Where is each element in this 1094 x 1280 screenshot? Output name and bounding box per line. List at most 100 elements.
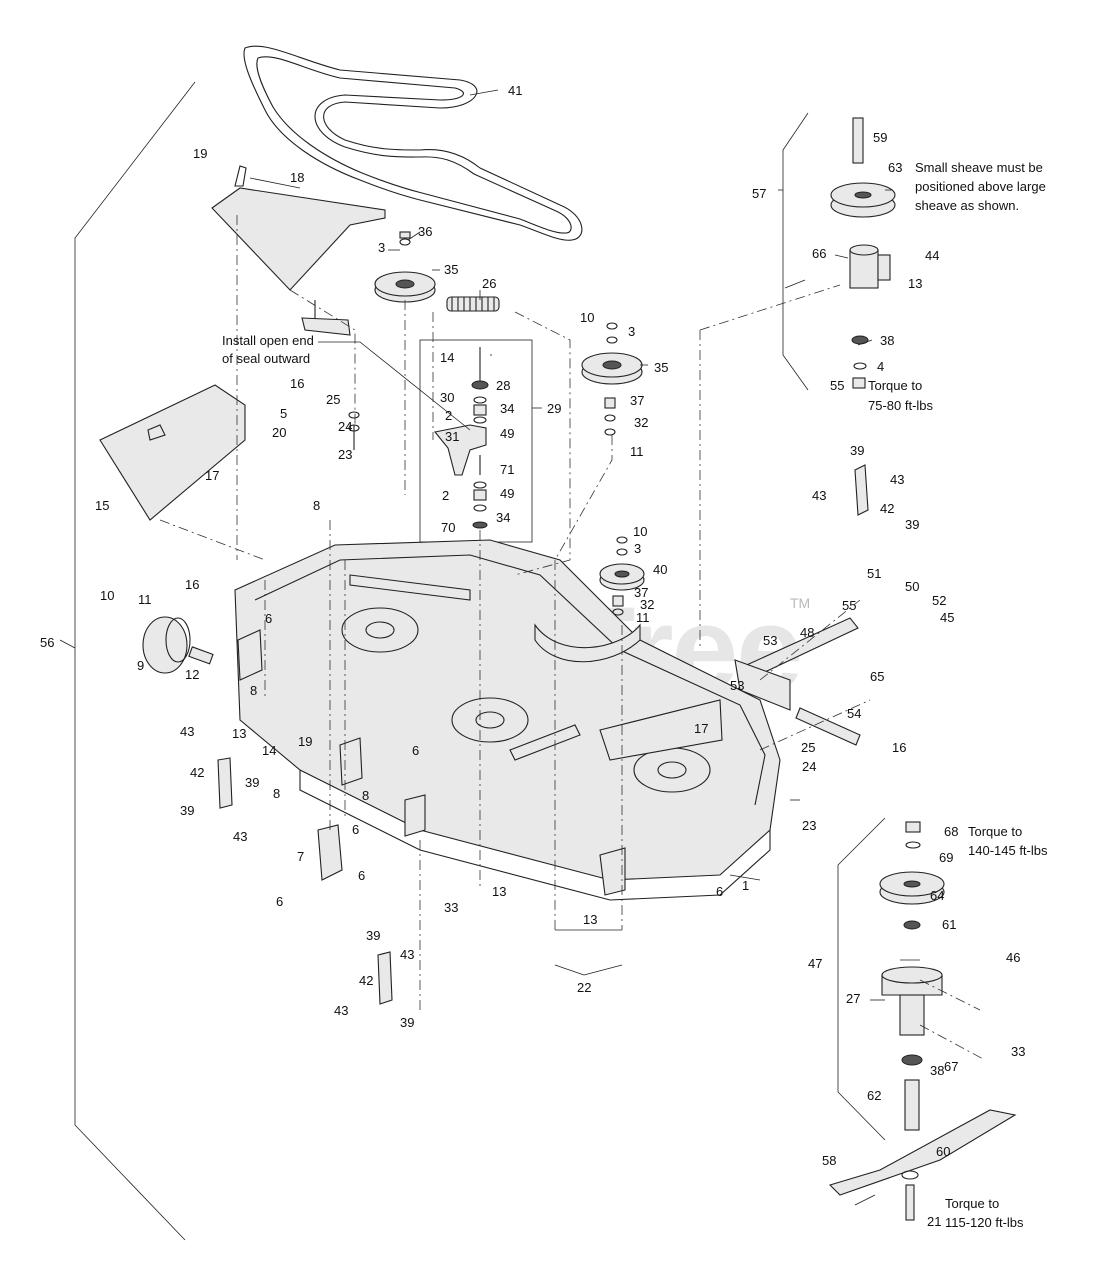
torque-note-115: Torque to 115-120 ft-lbs (945, 1196, 1024, 1230)
callout-22: 22 (577, 980, 591, 995)
callout-60: 60 (936, 1144, 950, 1159)
callout-55: 55 (830, 378, 844, 393)
callout-61: 61 (942, 917, 956, 932)
callout-67: 67 (944, 1059, 958, 1074)
callout-65: 65 (870, 669, 884, 684)
callout-10: 10 (580, 310, 594, 325)
wheel-9 (142, 616, 214, 674)
pulley-35-left (374, 271, 436, 303)
callout-23: 23 (338, 447, 352, 462)
callout-24: 24 (802, 759, 816, 774)
shield-15 (99, 384, 246, 521)
hanger-brackets (237, 629, 626, 896)
callout-53: 53 (763, 633, 777, 648)
callout-68: 68 (944, 824, 958, 839)
callout-27: 27 (846, 991, 860, 1006)
svg-text:Torque to: Torque to (945, 1196, 999, 1211)
callout-6: 6 (716, 884, 723, 899)
spindle-57 (830, 117, 896, 389)
callout-37: 37 (634, 585, 648, 600)
callout-69: 69 (939, 850, 953, 865)
hardware-stack-37 (399, 231, 628, 628)
bracket-20 (301, 300, 360, 450)
callout-3: 3 (634, 541, 641, 556)
callout-30: 30 (440, 390, 454, 405)
callout-57: 57 (752, 186, 766, 201)
callout-1: 1 (742, 878, 749, 893)
callout-44: 44 (925, 248, 939, 263)
callout-19: 19 (193, 146, 207, 161)
callout-4: 4 (877, 359, 884, 374)
callout-39: 39 (905, 517, 919, 532)
callout-6: 6 (265, 611, 272, 626)
callout-54: 54 (847, 706, 861, 721)
callout-64: 64 (930, 888, 944, 903)
bracket-57 (782, 112, 809, 391)
assembly-lines (159, 215, 986, 1061)
chain-link-42-lower (377, 951, 393, 1005)
spindle-47 (828, 821, 1017, 1221)
callout-14: 14 (262, 743, 276, 758)
callout-36: 36 (418, 224, 432, 239)
callout-6: 6 (352, 822, 359, 837)
callout-35: 35 (444, 262, 458, 277)
callout-43: 43 (812, 488, 826, 503)
callout-43: 43 (890, 472, 904, 487)
svg-text:sheave as shown.: sheave as shown. (915, 198, 1019, 213)
callout-43: 43 (334, 1003, 348, 1018)
belt-41 (243, 45, 583, 241)
callout-3: 3 (378, 240, 385, 255)
svg-text:of seal outward: of seal outward (222, 351, 310, 366)
svg-text:Small sheave must be: Small sheave must be (915, 160, 1043, 175)
svg-text:positioned above large: positioned above large (915, 179, 1046, 194)
callout-38: 38 (930, 1063, 944, 1078)
callout-40: 40 (653, 562, 667, 577)
callout-56: 56 (40, 635, 54, 650)
callout-50: 50 (905, 579, 919, 594)
svg-text:75-80 ft-lbs: 75-80 ft-lbs (868, 398, 934, 413)
callout-49: 49 (500, 426, 514, 441)
callout-32: 32 (634, 415, 648, 430)
callout-25: 25 (326, 392, 340, 407)
spring-26 (446, 296, 500, 312)
bracket-56 (74, 81, 196, 1241)
callout-71: 71 (500, 462, 514, 477)
callout-47: 47 (808, 956, 822, 971)
callout-26: 26 (482, 276, 496, 291)
callout-17: 17 (694, 721, 708, 736)
callout-70: 70 (441, 520, 455, 535)
callout-42: 42 (880, 501, 894, 516)
callout-43: 43 (233, 829, 247, 844)
seal-note: Install open end of seal outward (222, 333, 314, 366)
callout-66: 66 (812, 246, 826, 261)
callout-6: 6 (276, 894, 283, 909)
callout-34: 34 (496, 510, 510, 525)
callout-23: 23 (802, 818, 816, 833)
callout-46: 46 (1006, 950, 1020, 965)
callout-43: 43 (400, 947, 414, 962)
callout-62: 62 (867, 1088, 881, 1103)
svg-text:Install open end: Install open end (222, 333, 314, 348)
callout-33: 33 (444, 900, 458, 915)
callout-38: 38 (880, 333, 894, 348)
callout-labels: 4119183633526103351428303424931293732117… (40, 83, 1025, 1229)
rod-54 (795, 707, 861, 746)
callout-25: 25 (801, 740, 815, 755)
callout-42: 42 (359, 973, 373, 988)
svg-text:Torque to: Torque to (868, 378, 922, 393)
callout-6: 6 (358, 868, 365, 883)
callout-48: 48 (800, 625, 814, 640)
callout-6: 6 (412, 743, 419, 758)
callout-16: 16 (290, 376, 304, 391)
callout-59: 59 (873, 130, 887, 145)
callout-3: 3 (628, 324, 635, 339)
watermark-trademark: TM (790, 595, 810, 611)
svg-text:115-120 ft-lbs: 115-120 ft-lbs (945, 1215, 1024, 1230)
callout-58: 58 (822, 1153, 836, 1168)
callout-35: 35 (654, 360, 668, 375)
callout-21: 21 (927, 1214, 941, 1229)
callout-13: 13 (232, 726, 246, 741)
callout-43: 43 (180, 724, 194, 739)
callout-39: 39 (400, 1015, 414, 1030)
